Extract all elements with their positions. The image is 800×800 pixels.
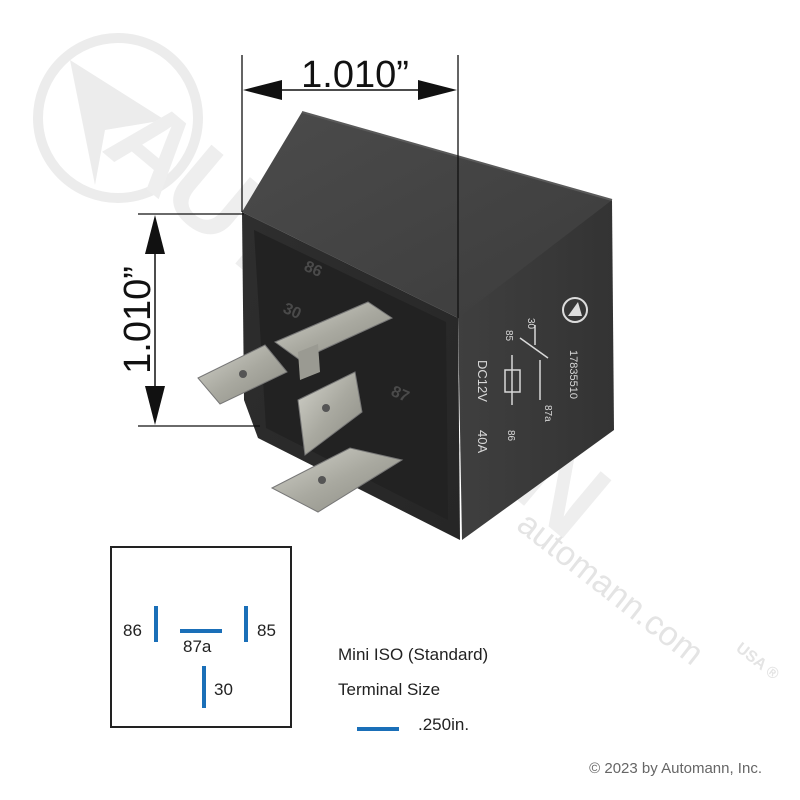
relay-diagram-85: 85: [503, 330, 514, 342]
terminal-size-label: Terminal Size: [338, 680, 441, 699]
pin-85-bar: [244, 606, 248, 642]
watermark-suffix: USA ®: [733, 640, 783, 684]
relay-front-markings: 86 30 87: [280, 258, 411, 406]
pin-85-label: 85: [257, 621, 276, 640]
relay-pin-86-mark: 86: [301, 258, 324, 281]
width-arrow-right-icon: [418, 80, 457, 100]
relay-side-markings: 17835510 DC12V 40A 30 85 87a 86: [475, 297, 588, 453]
relay-schematic: [504, 325, 549, 405]
watermark-url: automann.com: [510, 504, 711, 672]
width-arrow-left-icon: [243, 80, 282, 100]
terminal-size-bar: [357, 727, 399, 731]
pin-86-bar: [154, 606, 158, 642]
relay-side-face: [458, 200, 614, 540]
relay-pin-87-mark: 87: [388, 383, 411, 406]
dimension-width: 1.010”: [241, 54, 459, 318]
relay-type-label: Mini ISO (Standard): [338, 645, 489, 664]
relay-pin-30-mark: 30: [280, 300, 303, 323]
relay-part-number: 17835510: [567, 350, 579, 399]
relay-current: 40A: [475, 430, 490, 453]
pin-87a-label: 87a: [183, 637, 212, 656]
relay-top-face: [242, 112, 612, 318]
height-arrow-bottom-icon: [145, 386, 165, 425]
watermark-arrow-icon: [70, 60, 165, 185]
relay-diagram-30: 30: [525, 318, 536, 330]
pin-86-label: 86: [123, 621, 142, 640]
relay-diagram-86: 86: [505, 430, 516, 442]
dimension-height: 1.010”: [117, 213, 260, 427]
height-label: 1.010”: [117, 266, 159, 374]
relay-logo-icon: [562, 297, 588, 323]
pin-30-label: 30: [214, 680, 233, 699]
copyright-notice: © 2023 by Automann, Inc.: [589, 760, 762, 777]
relay-diagram-87a: 87a: [542, 405, 553, 422]
width-label: 1.010”: [301, 54, 409, 96]
pinout-diagram: [110, 546, 292, 728]
height-arrow-top-icon: [145, 215, 165, 254]
terminal-85: [273, 301, 394, 361]
relay-terminals: [197, 301, 404, 513]
terminal-size-value: .250in.: [418, 715, 470, 734]
pin-87a-bar: [180, 629, 222, 633]
terminal-87: [297, 371, 363, 456]
relay-voltage: DC12V: [475, 360, 490, 402]
terminal-86: [270, 447, 404, 513]
pin-30-bar: [202, 666, 206, 708]
watermark-logo-icon: [33, 33, 203, 203]
